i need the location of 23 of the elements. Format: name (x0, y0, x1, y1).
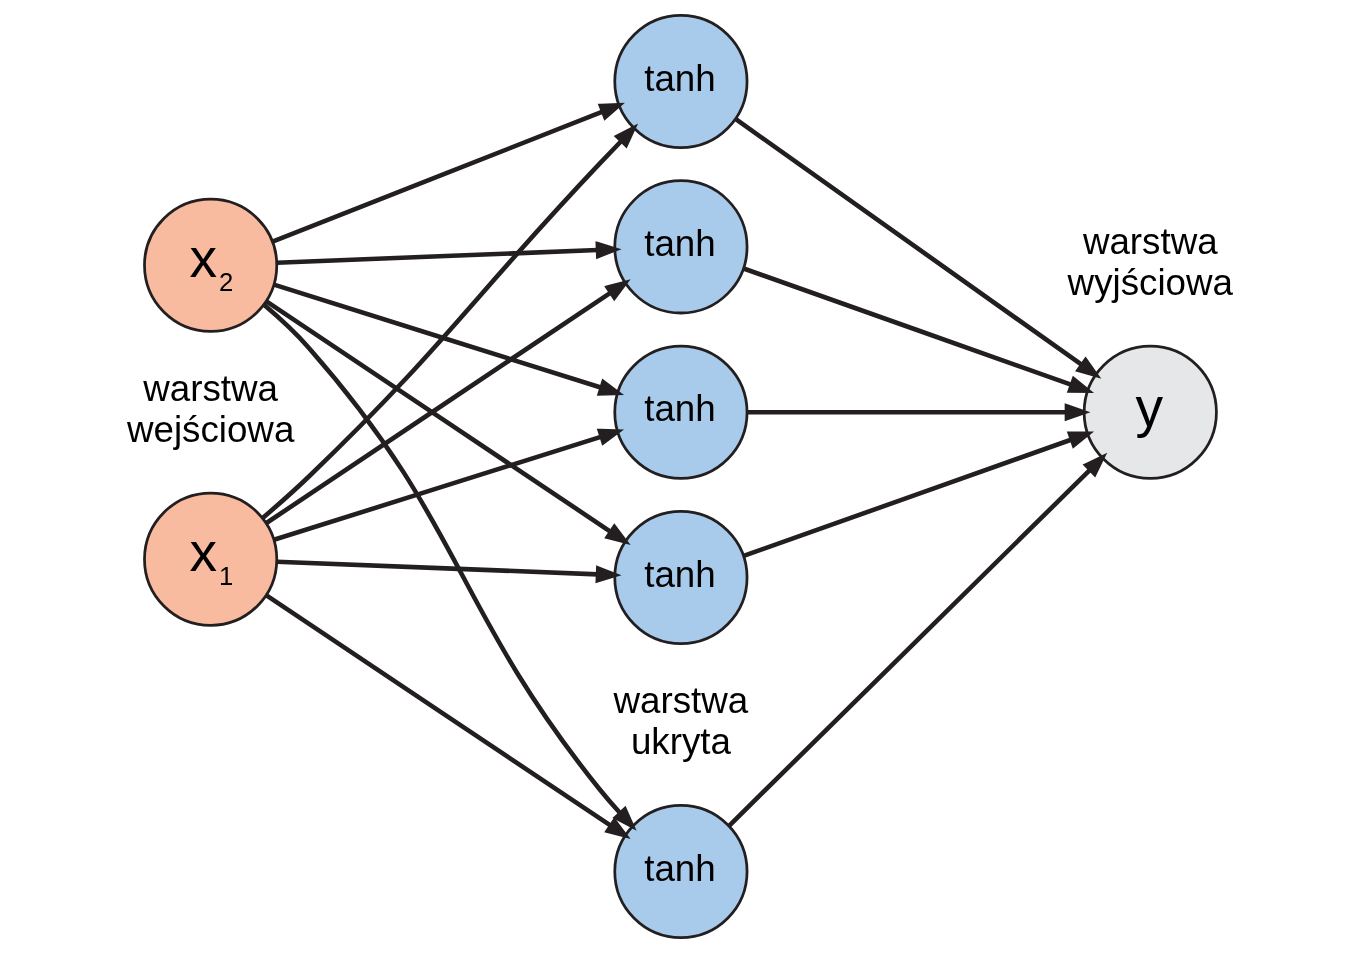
arrow (262, 303, 637, 831)
node-circle: tanh (613, 179, 749, 315)
arrow (276, 241, 622, 265)
arrow (742, 266, 1095, 393)
arrow (742, 431, 1095, 559)
label: warstwa wyjściowa (1067, 221, 1233, 303)
node-circle: x$_{1}$ (143, 491, 279, 627)
arrow (265, 279, 631, 525)
label: warstwa wejściowa (126, 368, 295, 450)
arrow (261, 123, 639, 520)
node-circle: tanh (613, 344, 749, 480)
node-circle: x$_{2}$ (143, 197, 279, 333)
label: warstwa ukryta (613, 680, 749, 762)
arrow (271, 102, 625, 244)
arrow (265, 593, 631, 840)
arrow (276, 559, 622, 584)
arrow (265, 299, 631, 546)
arrow (734, 117, 1102, 379)
arrow (727, 452, 1108, 828)
node-circle: tanh (613, 510, 749, 646)
arrow (273, 282, 625, 396)
arrow (273, 428, 625, 542)
arrow (747, 403, 1091, 422)
